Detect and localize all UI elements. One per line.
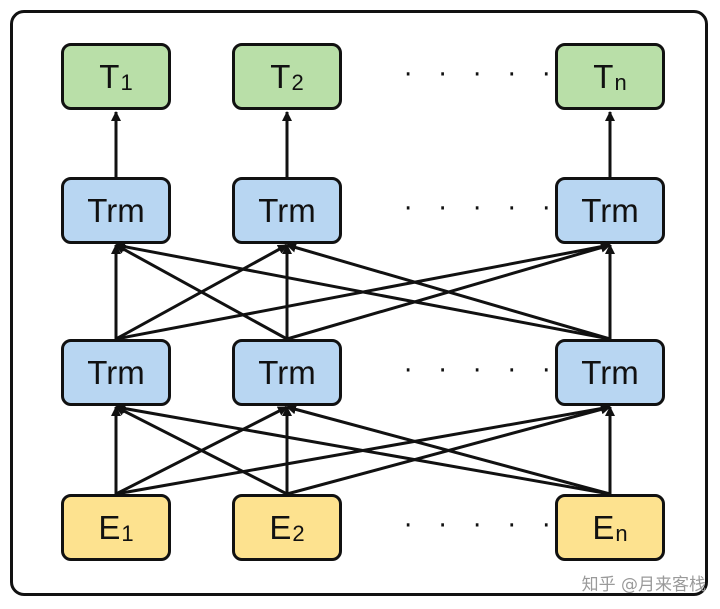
arrow-layer2-2-to-1 — [286, 242, 611, 341]
transformer-label: Trm — [258, 353, 316, 391]
embedding-label-sub: n — [615, 520, 628, 546]
embedding-label-base: E — [98, 508, 121, 546]
arrow-layer2-1-to-0 — [115, 243, 288, 341]
embedding-label-base: E — [592, 508, 615, 546]
transformer-top-node-2: Trm — [232, 177, 342, 244]
ellipsis-transformer-top: · · · · · — [404, 194, 560, 224]
arrow-layer1-1-to-0 — [115, 405, 288, 496]
diagram-frame — [10, 10, 708, 596]
output-label-sub: n — [614, 69, 627, 95]
transformer-bottom-node-n: Trm — [555, 339, 665, 406]
arrow-layer1-2-to-0 — [115, 403, 611, 496]
ellipsis-transformer-bottom: · · · · · — [404, 356, 560, 386]
transformer-label: Trm — [258, 191, 316, 229]
output-label-sub: 1 — [120, 69, 133, 95]
output-label-base: T — [270, 57, 291, 95]
arrow-layer1-2-to-1 — [286, 404, 611, 496]
output-label-base: T — [593, 57, 614, 95]
ellipsis-outputs: · · · · · — [404, 60, 560, 90]
embedding-label-base: E — [269, 508, 292, 546]
embedding-label-sub: 1 — [121, 520, 134, 546]
transformer-top-node-n: Trm — [555, 177, 665, 244]
transformer-top-node-1: Trm — [61, 177, 171, 244]
transformer-bottom-node-2: Trm — [232, 339, 342, 406]
output-label-sub: 2 — [291, 69, 304, 95]
transformer-label: Trm — [581, 353, 639, 391]
watermark-text: 知乎 @月来客栈 — [581, 575, 706, 595]
transformer-label: Trm — [87, 353, 145, 391]
transformer-label: Trm — [581, 191, 639, 229]
arrow-layer2-2-to-0 — [115, 241, 611, 341]
transformer-bottom-node-1: Trm — [61, 339, 171, 406]
embedding-label-sub: 2 — [292, 520, 305, 546]
ellipsis-embeddings: · · · · · — [404, 511, 560, 541]
output-label-base: T — [99, 57, 120, 95]
transformer-label: Trm — [87, 191, 145, 229]
